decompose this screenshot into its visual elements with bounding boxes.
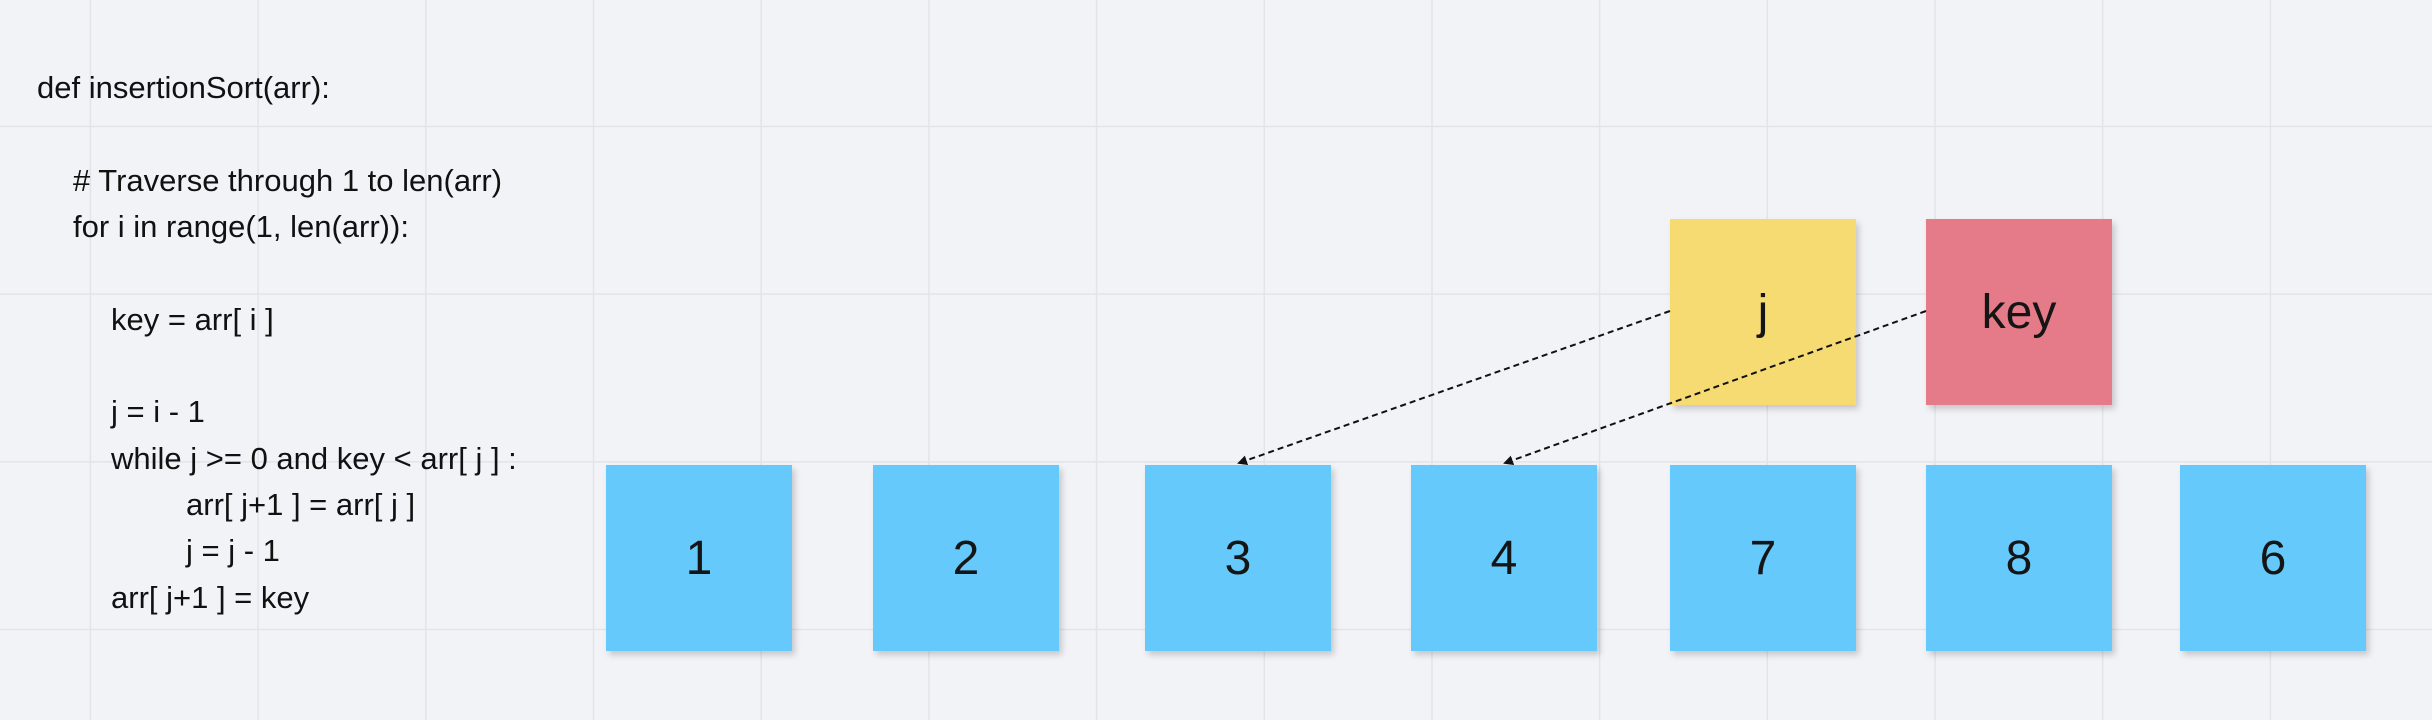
code-line-comment: # Traverse through 1 to len(arr) — [73, 163, 503, 198]
array-cell-value: 8 — [2005, 531, 2033, 585]
key-pointer-label: key — [1981, 285, 2057, 339]
array-cell[interactable]: 4 — [1411, 465, 1597, 651]
array-cell[interactable]: 1 — [606, 465, 792, 651]
code-line-for: for i in range(1, len(arr)): — [73, 209, 409, 244]
array-cell[interactable]: 6 — [2180, 465, 2366, 651]
j-pointer-arrow — [1237, 310, 1671, 466]
array-cell[interactable]: 3 — [1145, 465, 1331, 651]
array-cell[interactable]: 8 — [1926, 465, 2112, 651]
array-cell-value: 6 — [2259, 531, 2287, 585]
code-line-while: while j >= 0 and key < arr[ j ] : — [111, 441, 517, 476]
code-line-insert: arr[ j+1 ] = key — [111, 580, 310, 615]
array-cell[interactable]: 2 — [873, 465, 1059, 651]
j-pointer-note[interactable]: j — [1670, 219, 1856, 405]
code-line-j-assign: j = i - 1 — [111, 394, 205, 429]
code-line-def: def insertionSort(arr): — [37, 70, 330, 105]
key-pointer-note[interactable]: key — [1926, 219, 2112, 405]
array-cell[interactable]: 7 — [1670, 465, 1856, 651]
code-line-decrement: j = j - 1 — [186, 533, 280, 568]
code-line-shift: arr[ j+1 ] = arr[ j ] — [186, 487, 416, 522]
j-pointer-label: j — [1757, 285, 1769, 339]
array-cell-value: 2 — [952, 531, 980, 585]
code-line-key-assign: key = arr[ i ] — [111, 302, 274, 337]
array-cell-value: 4 — [1490, 531, 1518, 585]
array-cell-value: 1 — [685, 531, 713, 585]
array-cell-value: 3 — [1224, 531, 1252, 585]
array-cell-value: 7 — [1749, 531, 1777, 585]
